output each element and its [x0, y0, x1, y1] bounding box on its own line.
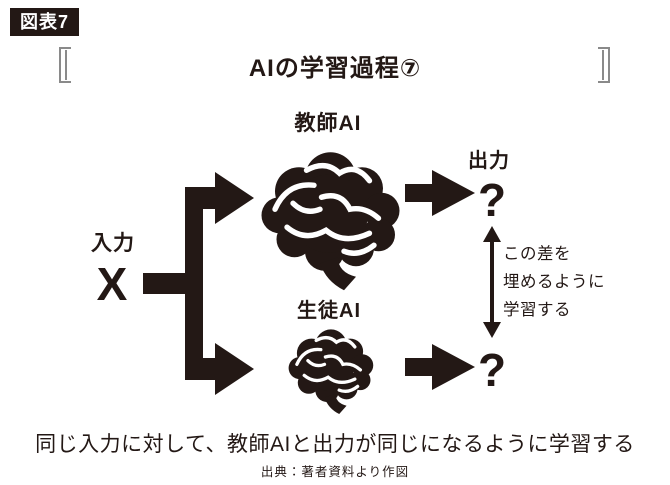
gap-note: この差を 埋めるように 学習する	[503, 240, 605, 324]
figure-title: AIの学習過程⑦	[248, 55, 422, 82]
student-brain-icon	[286, 327, 375, 415]
teacher-output-question-mark: ?	[477, 174, 507, 226]
student-ai-label: 生徒AI	[297, 300, 361, 322]
gap-note-line-2: 埋めるように	[503, 273, 605, 291]
source-credit: 出典：著者資料より作図	[260, 465, 410, 479]
right-bracket-ornament	[598, 47, 610, 83]
output-label: 出力	[468, 150, 510, 172]
input-branch-connector	[143, 172, 254, 395]
gap-note-line-1: この差を	[503, 245, 571, 263]
gap-double-arrow	[483, 226, 501, 338]
teacher-brain-icon	[254, 140, 404, 292]
student-output-question-mark: ?	[477, 344, 507, 396]
left-bracket-ornament	[59, 47, 71, 83]
input-variable: X	[96, 258, 128, 310]
input-label: 入力	[91, 232, 135, 255]
figure-number-badge: 図表7	[10, 8, 80, 36]
figure-caption: 同じ入力に対して、教師AIと出力が同じになるように学習する	[35, 433, 635, 456]
gap-note-line-3: 学習する	[503, 301, 571, 319]
teacher-ai-label: 教師AI	[294, 112, 362, 135]
teacher-output-arrow	[405, 170, 475, 216]
student-output-arrow	[405, 344, 475, 390]
